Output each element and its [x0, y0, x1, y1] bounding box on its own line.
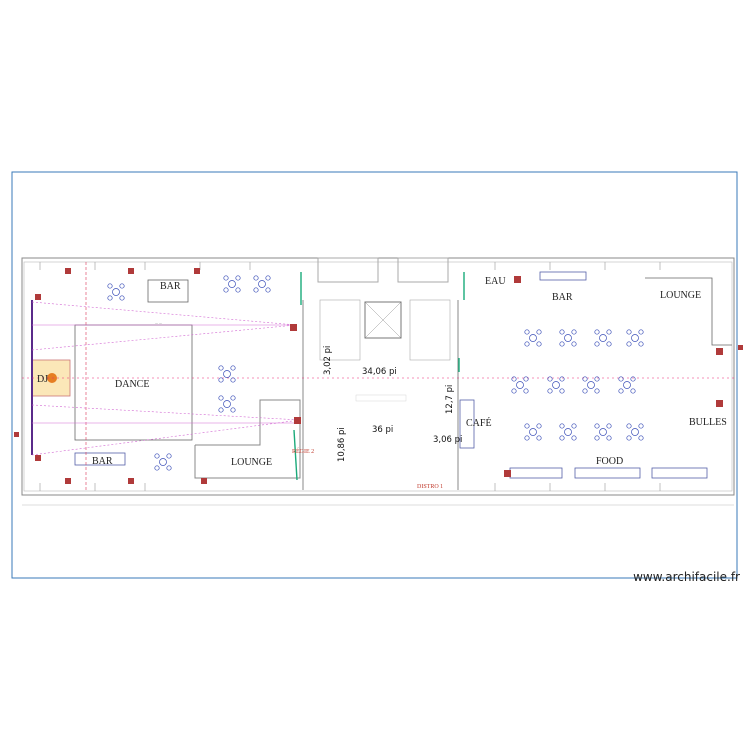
equipment-markers — [14, 268, 743, 484]
table-icon — [594, 329, 612, 347]
dimension-36: 36 pi — [372, 425, 393, 435]
regie-marker: RÉGIE 2 — [292, 447, 314, 455]
door-marks — [293, 272, 465, 481]
distro-marker: DISTRO 1 — [417, 484, 443, 490]
table-icon — [626, 329, 644, 347]
dimension-3-02: 3,02 pi — [323, 346, 333, 375]
window-marks — [39, 262, 661, 491]
table-icon — [559, 329, 577, 347]
building-walls — [21, 257, 735, 506]
plan-frame — [11, 171, 738, 579]
table-icon — [218, 395, 236, 413]
table-icon — [253, 275, 271, 293]
table-icon — [154, 453, 172, 471]
room-dj-label: DJ — [37, 374, 48, 385]
room-bar-bottom-label: BAR — [92, 456, 113, 467]
table-icon — [223, 275, 241, 293]
hall-sign — [355, 394, 407, 402]
watermark: www.archifacile.fr — [633, 570, 740, 584]
table-icon — [594, 423, 612, 441]
table-icon — [218, 365, 236, 383]
beam-measure: — — — [155, 321, 162, 325]
dimension-10-86: 10,86 pi — [337, 427, 347, 462]
dimension-3-06: 3,06 pi — [433, 435, 462, 445]
table-icon — [511, 376, 529, 394]
room-lounge-right-label: LOUNGE — [660, 290, 701, 301]
room-bar-right-label: BAR — [552, 292, 573, 303]
table-icon — [626, 423, 644, 441]
table-icon — [582, 376, 600, 394]
table-icon — [524, 329, 542, 347]
tables — [107, 275, 644, 471]
table-icon — [547, 376, 565, 394]
room-cafe-label: CAFÉ — [466, 417, 492, 429]
dimension-12-7: 12,7 pi — [445, 385, 455, 414]
room-food-label: FOOD — [596, 456, 623, 467]
table-icon — [107, 283, 125, 301]
lighting-beams — [22, 301, 734, 456]
table-icon — [524, 423, 542, 441]
room-bar-top-label: BAR — [160, 281, 181, 292]
dimension-34-06: 34,06 pi — [362, 367, 397, 377]
room-lounge-left-label: LOUNGE — [231, 457, 272, 468]
room-bulles-label: BULLES — [689, 417, 727, 428]
room-eau-label: EAU — [485, 276, 506, 287]
table-icon — [559, 423, 577, 441]
room-dance-label: DANCE — [115, 379, 149, 390]
table-icon — [618, 376, 636, 394]
